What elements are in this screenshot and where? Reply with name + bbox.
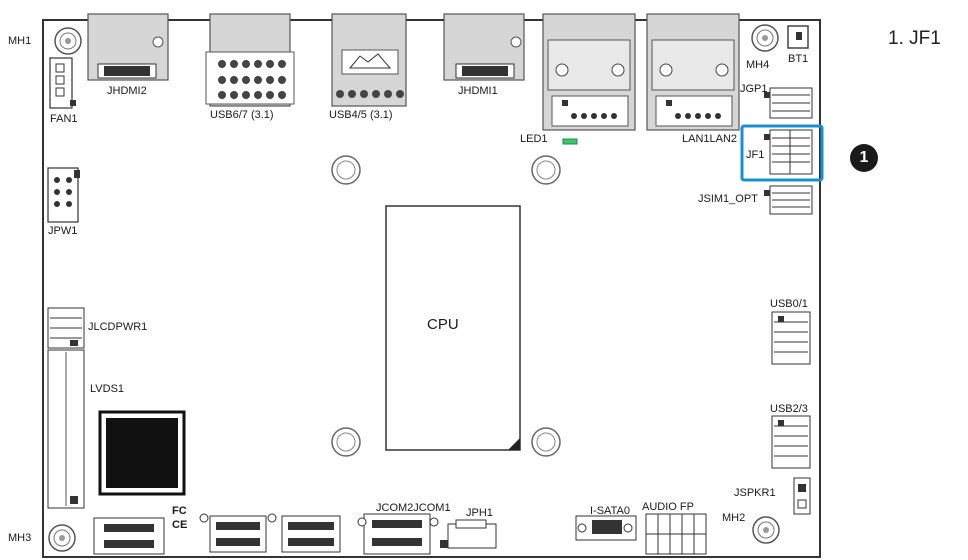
label-bt1: BT1 xyxy=(788,53,809,65)
usb67-port xyxy=(205,13,295,107)
label-mh4: MH4 xyxy=(746,59,770,71)
label-usb23: USB2/3 xyxy=(770,403,808,415)
jsim1-opt-header xyxy=(764,185,813,215)
jpw1-header xyxy=(47,167,80,223)
label-jlcdpwr1: JLCDPWR1 xyxy=(88,321,148,333)
callout-number-badge: 1 xyxy=(850,144,878,172)
jgp1-header xyxy=(764,87,813,119)
bottom-connector-1 xyxy=(93,517,165,555)
fan1-header xyxy=(49,57,76,109)
heatsink-mount-top-left xyxy=(331,155,361,185)
lan1-port xyxy=(542,13,636,131)
bottom-connector-2 xyxy=(199,513,277,553)
mounting-hole-mh3 xyxy=(48,524,76,552)
jlcdpwr1-header xyxy=(47,307,85,349)
heatsink-mount-bottom-right xyxy=(531,427,561,457)
label-led1: LED1 xyxy=(520,133,548,145)
jf1-header xyxy=(764,129,813,175)
label-usb01: USB0/1 xyxy=(770,298,808,310)
mounting-hole-mh2 xyxy=(752,516,780,544)
label-fan1: FAN1 xyxy=(50,113,78,125)
super-io-chip xyxy=(98,410,186,496)
led1 xyxy=(562,138,578,145)
usb01-header xyxy=(771,311,811,365)
bottom-connector-3 xyxy=(281,515,341,553)
label-audio-fp: AUDIO FP xyxy=(642,501,694,513)
jcom-connector xyxy=(357,513,439,555)
label-lvds1: LVDS1 xyxy=(90,383,125,395)
jph1-connector xyxy=(440,519,497,549)
heatsink-mount-bottom-left xyxy=(331,427,361,457)
label-fc-mark: FC xyxy=(172,505,187,517)
label-isata0: I-SATA0 xyxy=(590,505,630,517)
cpu-package xyxy=(385,205,521,451)
isata0-connector xyxy=(575,515,637,541)
label-ce-mark: CE xyxy=(172,519,188,531)
jhdmi2-port xyxy=(87,13,169,81)
label-jf1: JF1 xyxy=(746,149,765,161)
lvds1-connector xyxy=(47,349,85,509)
jhdmi1-port xyxy=(443,13,525,81)
label-usb45: USB4/5 (3.1) xyxy=(329,109,393,121)
label-jpw1: JPW1 xyxy=(48,225,78,237)
lan2-port xyxy=(646,13,740,131)
usb23-header xyxy=(771,415,811,469)
label-jspkr1: JSPKR1 xyxy=(734,487,776,499)
mounting-hole-mh4 xyxy=(751,24,779,52)
label-mh3: MH3 xyxy=(8,532,32,544)
jf1-highlight-box xyxy=(740,124,824,182)
label-jhdmi2: JHDMI2 xyxy=(107,85,147,97)
audio-fp-header xyxy=(645,513,707,555)
label-usb67: USB6/7 (3.1) xyxy=(210,109,274,121)
label-lan1lan2: LAN1LAN2 xyxy=(682,133,738,145)
label-mh1: MH1 xyxy=(8,35,32,47)
label-mh2: MH2 xyxy=(722,512,746,524)
jspkr1-header xyxy=(793,477,811,515)
label-cpu: CPU xyxy=(427,316,459,333)
legend-item-1: 1. JF1 xyxy=(888,28,941,49)
label-jhdmi1: JHDMI1 xyxy=(458,85,498,97)
usb45-port xyxy=(331,13,407,107)
heatsink-mount-top-right xyxy=(531,155,561,185)
label-jph1: JPH1 xyxy=(466,507,493,519)
label-jsim1-opt: JSIM1_OPT xyxy=(698,193,758,205)
label-jcom2jcom1: JCOM2JCOM1 xyxy=(376,502,451,514)
label-jgp1: JGP1 xyxy=(740,83,768,95)
mounting-hole-mh1 xyxy=(54,27,82,55)
